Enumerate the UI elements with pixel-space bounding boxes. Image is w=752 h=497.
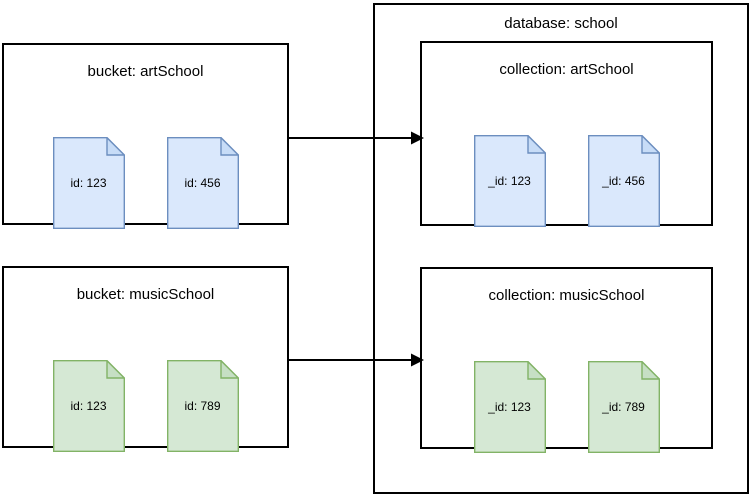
bucket-art-school-box: bucket: artSchool id: 123 id: 456 [2, 43, 289, 229]
bucket-art-school-title: bucket: artSchool [87, 63, 204, 80]
collection-music-school-title: collection: musicSchool [488, 287, 645, 304]
document-icon: id: 123 [52, 137, 125, 229]
document-label: id: 789 [184, 399, 221, 413]
bucket-music-school-box: bucket: musicSchool id: 123 id: 789 [2, 266, 289, 452]
document-icon: id: 456 [166, 137, 239, 229]
collection-art-school-box: collection: artSchool _id: 123 _id: 456 [420, 41, 713, 227]
document-label: id: 456 [184, 176, 221, 190]
collection-music-school-documents: _id: 123 _id: 789 [422, 361, 711, 453]
database-school-title: database: school [504, 15, 618, 32]
document-icon: _id: 123 [473, 361, 546, 453]
document-icon: _id: 123 [473, 135, 546, 227]
bucket-music-school-documents: id: 123 id: 789 [4, 360, 287, 452]
document-label: _id: 789 [602, 400, 645, 414]
document-label: id: 123 [70, 176, 107, 190]
database-school-box: database: school collection: artSchool _… [373, 3, 749, 494]
collection-art-school-documents: _id: 123 _id: 456 [422, 135, 711, 227]
arrow-bucket-music-to-collection-music [289, 350, 424, 370]
arrow-bucket-art-to-collection-art [289, 128, 424, 148]
bucket-music-school-title: bucket: musicSchool [76, 286, 215, 303]
collection-art-school-title: collection: artSchool [499, 61, 634, 78]
bucket-art-school-documents: id: 123 id: 456 [4, 137, 287, 229]
document-label: _id: 123 [488, 174, 531, 188]
document-icon: _id: 789 [587, 361, 660, 453]
collection-music-school-box: collection: musicSchool _id: 123 _id: 78… [420, 267, 713, 453]
document-label: _id: 123 [488, 400, 531, 414]
document-icon: _id: 456 [587, 135, 660, 227]
document-icon: id: 123 [52, 360, 125, 452]
document-icon: id: 789 [166, 360, 239, 452]
document-label: id: 123 [70, 399, 107, 413]
document-label: _id: 456 [602, 174, 645, 188]
